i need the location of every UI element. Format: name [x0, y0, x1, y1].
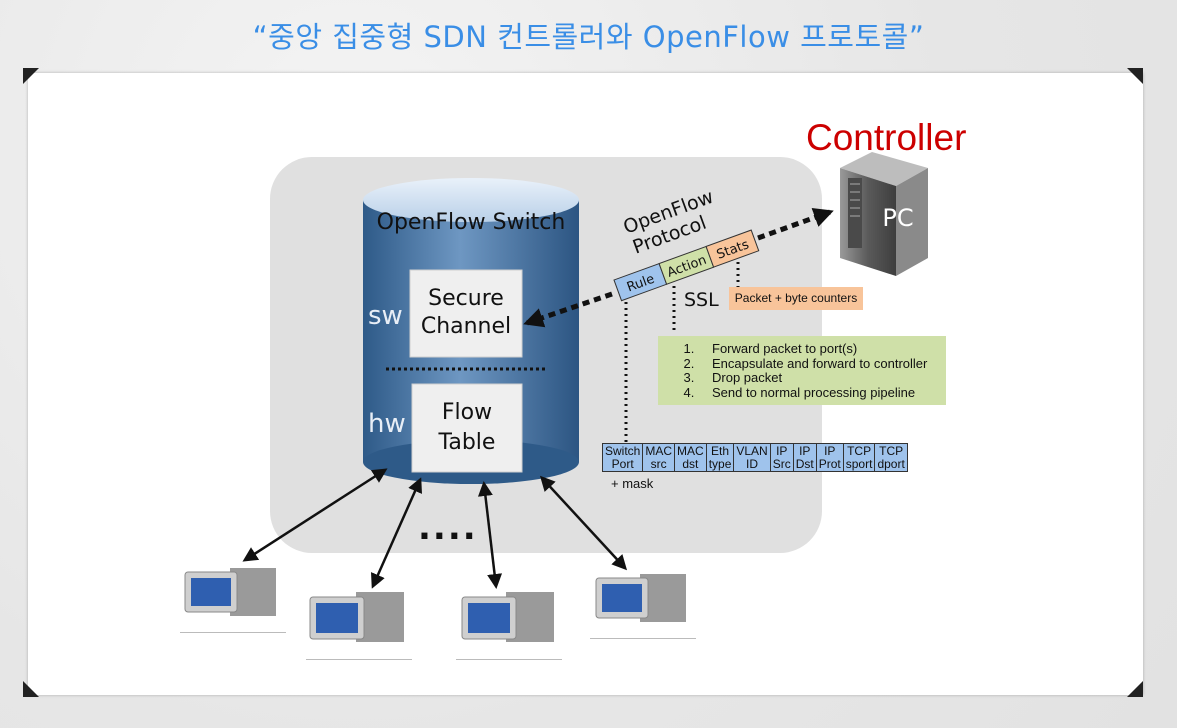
pc-label: PC [882, 204, 913, 232]
openflow-link-switch-side [523, 291, 613, 328]
hw-label: hw [368, 409, 406, 439]
link-host-1 [242, 468, 388, 562]
link-host-4 [539, 475, 628, 571]
action-item: Forward packet to port(s) [698, 341, 946, 357]
action-item: Drop packet [698, 370, 946, 386]
host-computer-1-icon [180, 568, 286, 633]
flow-table-line2: Table [438, 430, 496, 455]
counters-box: Packet + byte counters [729, 287, 863, 310]
flow-table-label: Flow Table [412, 398, 522, 458]
controller-label: Controller [806, 117, 967, 158]
more-hosts-ellipsis: .... [418, 508, 478, 548]
controller-pc-icon [840, 152, 928, 276]
sw-label: sw [368, 301, 403, 331]
openflow-link-controller-side [757, 208, 834, 241]
action-item: Encapsulate and forward to controller [698, 356, 946, 372]
page-title: “중앙 집중형 SDN 컨트롤러와 OpenFlow 프로토콜” [252, 20, 925, 54]
corner-mark-top-left [23, 68, 39, 84]
secure-channel-label: Secure Channel [410, 285, 522, 341]
ssl-label: SSL [684, 289, 719, 311]
host-computer-3-icon [456, 592, 562, 660]
corner-mark-bottom-left [23, 681, 39, 697]
mask-label: + mask [611, 476, 654, 491]
link-host-2 [371, 477, 422, 589]
actions-box: Forward packet to port(s) Encapsulate an… [658, 336, 946, 405]
stats-cell [705, 229, 760, 268]
secure-channel-line2: Channel [420, 314, 512, 339]
switch-label: OpenFlow Switch [377, 210, 566, 235]
secure-channel-box [409, 269, 523, 358]
host-computer-2-icon [306, 592, 412, 660]
flow-entry-header [613, 229, 760, 302]
secure-channel-line1: Secure [428, 286, 504, 311]
flow-table-box [411, 383, 523, 473]
flow-table-line1: Flow [441, 400, 493, 425]
corner-mark-top-right [1127, 68, 1143, 84]
corner-mark-bottom-right [1127, 681, 1143, 697]
link-host-3 [477, 481, 503, 589]
action-item: Send to normal processing pipeline [698, 385, 946, 401]
host-computer-4-icon [590, 574, 696, 639]
